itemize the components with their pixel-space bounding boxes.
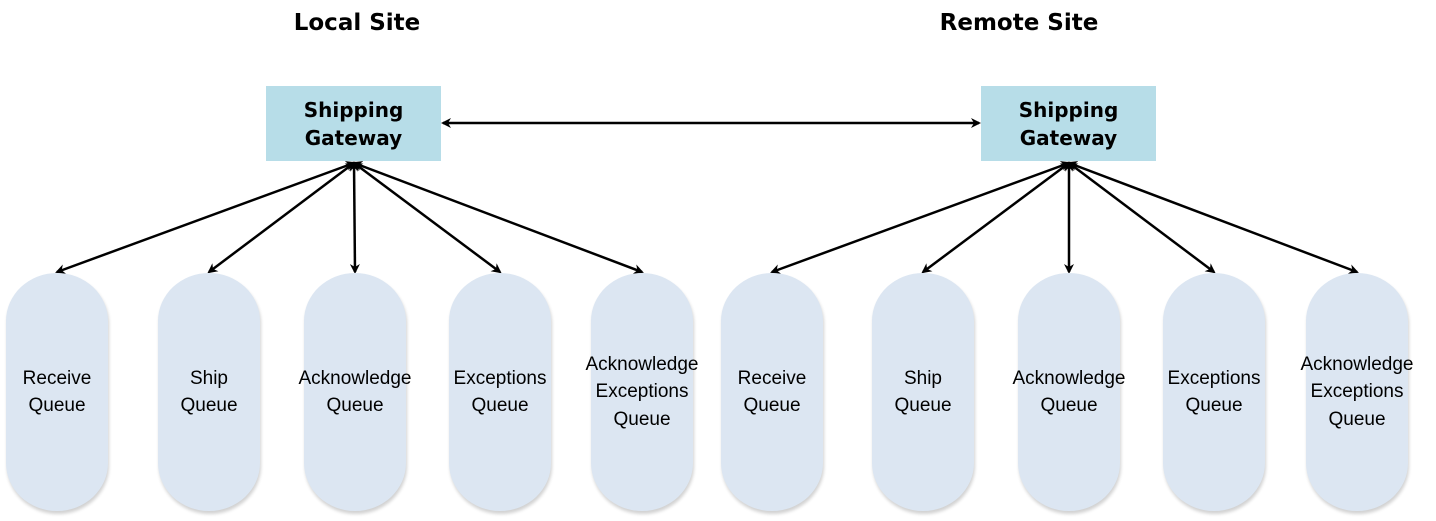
queue-node: Acknowledge Exceptions Queue xyxy=(1300,273,1414,511)
queue-node: Exceptions Queue xyxy=(1163,273,1265,511)
queue-label: Ship Queue xyxy=(180,367,238,417)
queue-label: Receive Queue xyxy=(737,367,807,417)
gateway-to-queue-arrow xyxy=(1067,161,1359,274)
queue-node: Acknowledge Exceptions Queue xyxy=(585,273,699,511)
queue-label: Ship Queue xyxy=(894,367,952,417)
queue-node: Acknowledge Queue xyxy=(1012,273,1126,511)
queue-label: Exceptions Queue xyxy=(453,367,547,417)
queue-label: Acknowledge Exceptions Queue xyxy=(585,353,699,430)
gateway-to-queue-arrow xyxy=(55,161,356,274)
gateway-to-queue-arrow xyxy=(1067,161,1216,274)
queue-label: Acknowledge Queue xyxy=(298,367,412,417)
queue-node: Ship Queue xyxy=(872,273,974,511)
gateway-to-queue-arrow xyxy=(349,161,360,274)
queue-node: Ship Queue xyxy=(158,273,260,511)
local-shipping-gateway: Shipping Gateway xyxy=(266,86,441,161)
gateway-label: Shipping Gateway xyxy=(303,97,404,150)
local-site-title: Local Site xyxy=(293,10,421,36)
gateway-to-queue-arrow xyxy=(770,161,1071,274)
queue-label: Receive Queue xyxy=(22,367,92,417)
queue-node: Receive Queue xyxy=(721,273,823,511)
gateway-to-queue-arrow xyxy=(352,161,502,274)
remote-shipping-gateway: Shipping Gateway xyxy=(981,86,1156,161)
queue-node: Acknowledge Queue xyxy=(298,273,412,511)
remote-site-title: Remote Site xyxy=(939,10,1099,36)
queue-label: Acknowledge Queue xyxy=(1012,367,1126,417)
queue-node: Receive Queue xyxy=(6,273,108,511)
gateway-label: Shipping Gateway xyxy=(1018,97,1119,150)
gateway-to-queue-arrow xyxy=(921,161,1071,274)
queue-node: Exceptions Queue xyxy=(449,273,551,511)
queue-label: Exceptions Queue xyxy=(1167,367,1261,417)
gateway-to-queue-arrow xyxy=(352,161,644,274)
queue-label: Acknowledge Exceptions Queue xyxy=(1300,353,1414,430)
gateway-to-queue-arrow xyxy=(207,161,356,274)
